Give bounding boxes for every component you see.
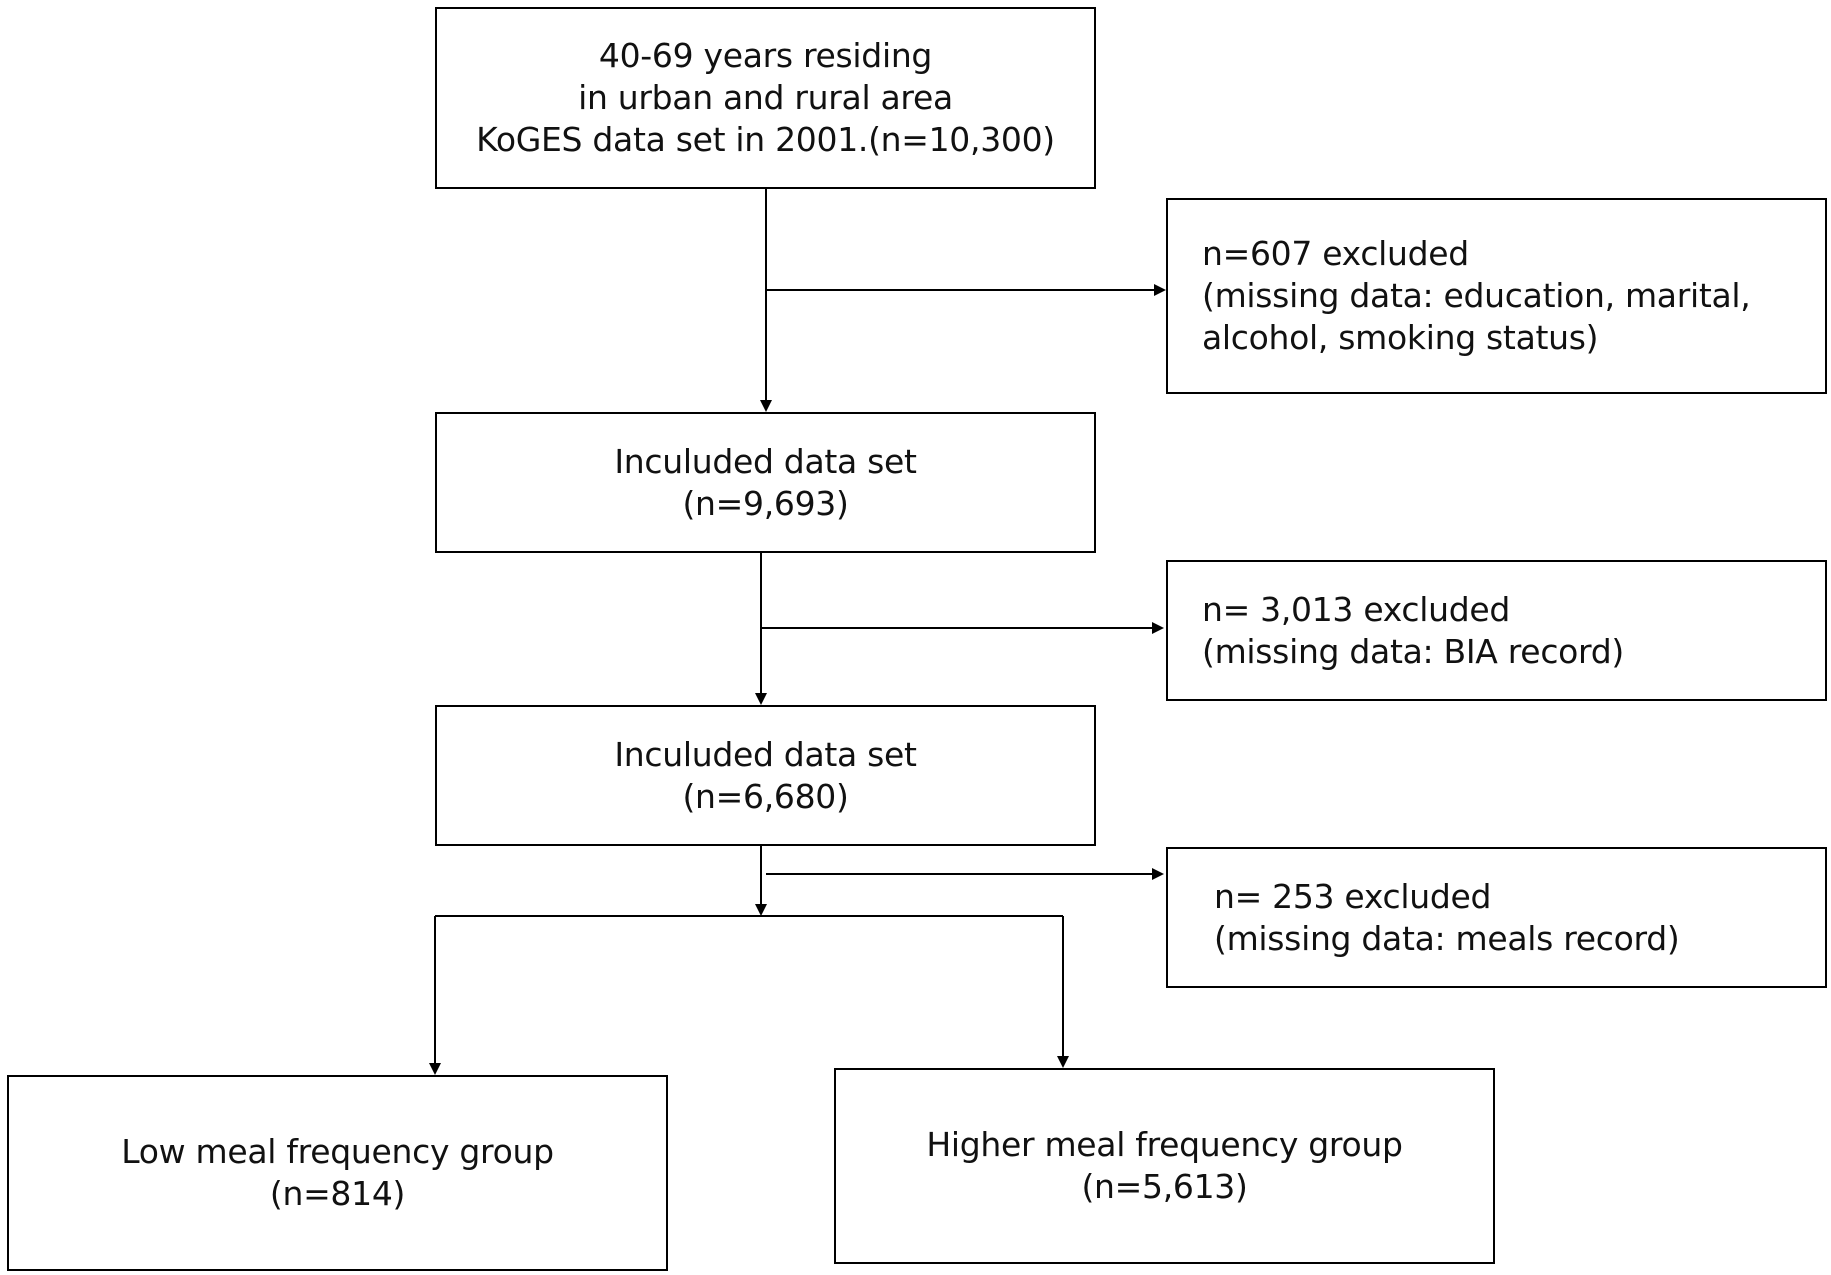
included-2-label: Inculuded data set bbox=[614, 734, 917, 774]
included-box-2: Inculuded data set (n=6,680) bbox=[435, 705, 1096, 846]
high-group-count: (n=5,613) bbox=[1081, 1167, 1248, 1206]
source-line-1: 40-69 years residing bbox=[598, 36, 933, 75]
exclusion-box-1: n=607 excluded (missing data: education,… bbox=[1166, 198, 1827, 394]
low-group-count: (n=814) bbox=[269, 1174, 406, 1213]
exclusion-2-count: n= 3,013 excluded bbox=[1202, 589, 1511, 629]
source-population-box: 40-69 years residing in urban and rural … bbox=[435, 7, 1096, 189]
source-line-2: in urban and rural area bbox=[578, 78, 953, 117]
exclusion-3-reason: (missing data: meals record) bbox=[1214, 918, 1680, 958]
exclusion-1-reason-line-1: (missing data: education, marital, bbox=[1202, 276, 1751, 315]
exclusion-2-reason: (missing data: BIA record) bbox=[1202, 631, 1624, 671]
included-1-label: Inculuded data set bbox=[614, 441, 917, 481]
low-group-label: Low meal frequency group bbox=[121, 1132, 554, 1171]
included-box-1: Inculuded data set (n=9,693) bbox=[435, 412, 1096, 553]
exclusion-box-3: n= 253 excluded (missing data: meals rec… bbox=[1166, 847, 1827, 988]
exclusion-3-count: n= 253 excluded bbox=[1214, 876, 1492, 916]
high-group-label: Higher meal frequency group bbox=[926, 1125, 1403, 1164]
included-2-count: (n=6,680) bbox=[682, 776, 849, 816]
exclusion-1-reason-line-2: alcohol, smoking status) bbox=[1202, 318, 1599, 357]
higher-meal-frequency-box: Higher meal frequency group (n=5,613) bbox=[834, 1068, 1495, 1264]
exclusion-1-count: n=607 excluded bbox=[1202, 234, 1469, 273]
source-line-3: KoGES data set in 2001.(n=10,300) bbox=[476, 120, 1055, 159]
included-1-count: (n=9,693) bbox=[682, 483, 849, 523]
exclusion-box-2: n= 3,013 excluded (missing data: BIA rec… bbox=[1166, 560, 1827, 701]
low-meal-frequency-box: Low meal frequency group (n=814) bbox=[7, 1075, 668, 1271]
